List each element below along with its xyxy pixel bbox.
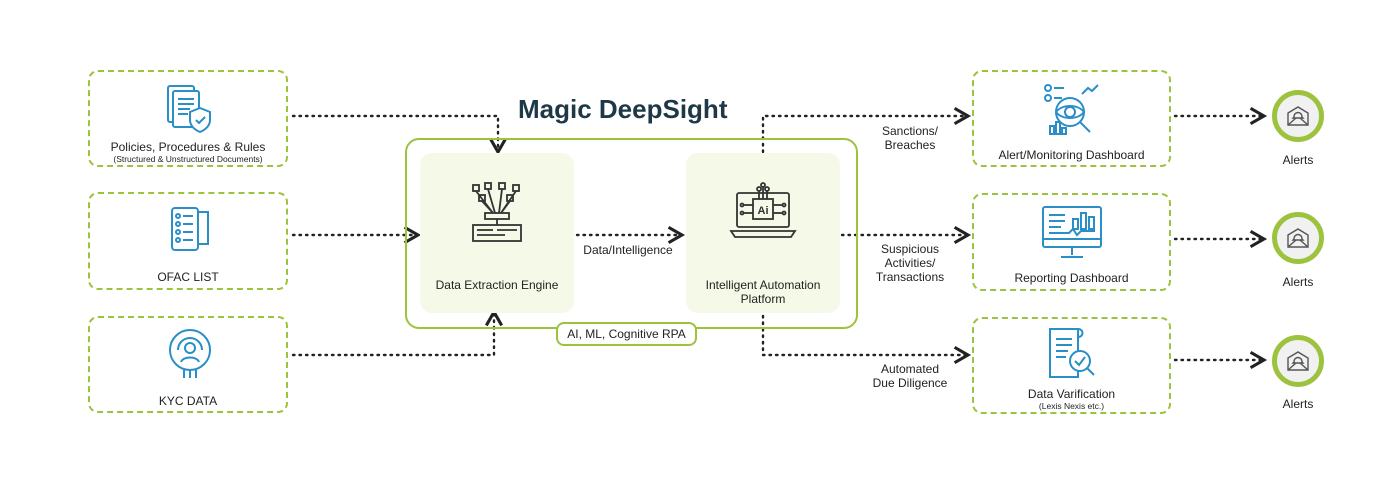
input-label-kyc: KYC DATA — [158, 394, 218, 408]
output-label-data-verification: Data Varification (Lexis Nexis etc.) — [974, 387, 1169, 412]
checklist-icon — [171, 207, 209, 251]
output-label-reporting-dashboard: Reporting Dashboard — [1014, 271, 1129, 285]
bell-envelope-icon — [1287, 106, 1309, 126]
extraction-engine-panel: Data Extraction Engine — [420, 153, 574, 313]
alert-label-3: Alerts — [1282, 397, 1314, 411]
bell-envelope-icon — [1287, 228, 1309, 248]
flow-label-sanctions: Sanctions/Breaches — [881, 124, 939, 152]
connector-sanctions — [761, 106, 972, 154]
output-box-reporting-dashboard: Reporting Dashboard — [972, 193, 1171, 291]
input-box-policies: Policies, Procedures & Rules (Structured… — [88, 70, 288, 167]
data-extraction-icon — [472, 182, 522, 242]
alert-label-1: Alerts — [1282, 153, 1314, 167]
diagram-title: Magic DeepSight — [518, 94, 728, 124]
alert-circle-3 — [1272, 335, 1324, 387]
svg-text:Ai: Ai — [758, 205, 769, 217]
documents-shield-icon — [167, 85, 211, 134]
output-box-alert-dashboard: Alert/Monitoring Dashboard — [972, 70, 1171, 167]
ai-laptop-icon: Ai — [729, 182, 797, 238]
connector-due-diligence — [761, 314, 972, 365]
alert-circle-2 — [1272, 212, 1324, 264]
automation-platform-label: Intelligent Automation Platform — [705, 278, 821, 306]
monitor-chart-icon — [1042, 206, 1102, 258]
input-label-ofac: OFAC LIST — [157, 270, 219, 284]
alert-label-2: Alerts — [1282, 275, 1314, 289]
bell-envelope-icon — [1287, 351, 1309, 371]
output-box-data-verification: Data Varification (Lexis Nexis etc.) — [972, 317, 1171, 414]
automation-platform-panel: Ai Intelligent Automation Platform — [686, 153, 840, 313]
input-box-ofac: OFAC LIST — [88, 192, 288, 290]
output-label-data-verification-main: Data Varification — [1027, 387, 1116, 401]
alert-circle-1 — [1272, 90, 1324, 142]
eye-analytics-icon — [1044, 84, 1099, 135]
output-label-alert-dashboard: Alert/Monitoring Dashboard — [998, 148, 1145, 162]
connector-policies — [291, 114, 508, 156]
input-label-policies: Policies, Procedures & Rules (Structured… — [90, 140, 286, 165]
input-label-policies-main: Policies, Procedures & Rules — [110, 140, 266, 154]
input-label-policies-sub: (Structured & Unstructured Documents) — [113, 154, 263, 164]
extraction-engine-label: Data Extraction Engine — [435, 278, 559, 292]
fingerprint-user-icon — [169, 329, 211, 378]
data-intelligence-label: Data/Intelligence — [583, 243, 673, 257]
output-label-data-verification-sub: (Lexis Nexis etc.) — [1038, 401, 1105, 411]
input-box-kyc: KYC DATA — [88, 316, 288, 413]
document-check-icon — [1049, 328, 1095, 378]
connector-kyc — [291, 308, 504, 357]
tech-stack-pill: AI, ML, Cognitive RPA — [556, 322, 697, 346]
